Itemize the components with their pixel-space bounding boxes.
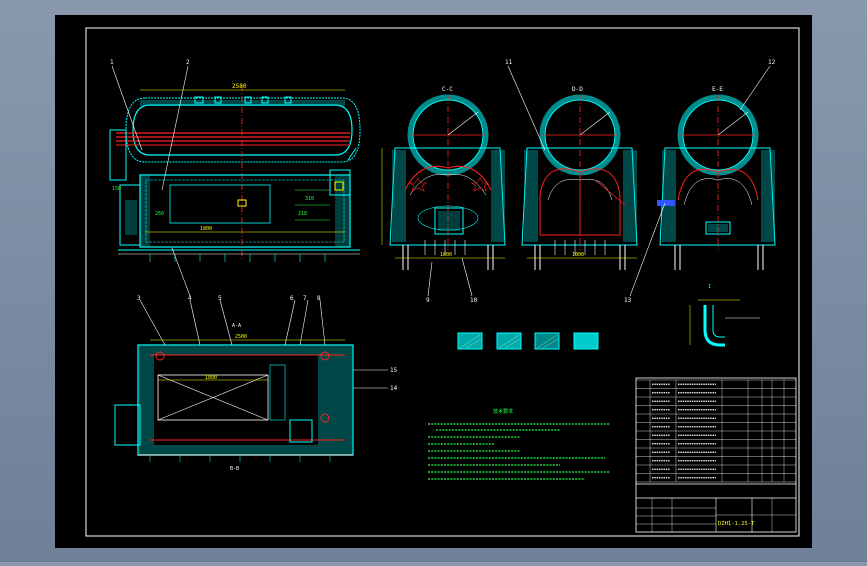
section-c-c: C-C 1800 9 10	[381, 86, 506, 304]
callout-6: 6	[290, 295, 294, 302]
dim-plan-length: 2500	[235, 334, 247, 340]
material-legend	[457, 332, 599, 350]
section-title-aa: A-A	[232, 323, 241, 329]
legend-swatch-1	[457, 332, 483, 350]
detail-view: I	[689, 284, 760, 347]
drawing-border	[85, 27, 800, 537]
callout-5: 5	[218, 295, 222, 302]
callout-4: 4	[188, 295, 192, 302]
callout-13: 13	[624, 297, 632, 304]
callout-2: 2	[186, 59, 190, 66]
callout-10: 10	[470, 297, 478, 304]
legend-swatch-2	[496, 332, 522, 350]
callout-12: 12	[768, 59, 776, 66]
dim-c-width: 1800	[440, 252, 452, 258]
elevation-view: 2580 1800 260 218 310 150	[109, 59, 361, 297]
technical-notes: 技术要求	[428, 408, 610, 480]
title-block: DZH1-1.25-T	[635, 377, 797, 533]
detail-label: I	[708, 284, 711, 290]
section-e-e: E-E 12 13	[624, 59, 776, 304]
drawing-sheet	[55, 15, 812, 548]
section-title-ee: E-E	[712, 86, 723, 93]
callout-15: 15	[390, 367, 398, 374]
drawing-number: DZH1-1.25-T	[718, 521, 755, 527]
legend-swatch-3	[534, 332, 560, 350]
legend-swatch-4	[573, 332, 599, 350]
callout-1: 1	[110, 59, 114, 66]
bom-table	[636, 379, 796, 483]
dim-d-width: 1800	[572, 252, 584, 258]
callout-7: 7	[303, 295, 307, 302]
dim-elev-a: 260	[155, 211, 164, 217]
dim-elev-d: 150	[112, 186, 121, 192]
callout-8: 8	[317, 295, 321, 302]
dim-elev-lower: 1800	[200, 226, 212, 232]
dim-elev-b: 218	[298, 211, 307, 217]
section-title-bb: B-B	[230, 466, 239, 472]
callout-11: 11	[505, 59, 513, 66]
dim-elev-c: 310	[305, 196, 314, 202]
callout-14: 14	[390, 385, 398, 392]
section-title-cc: C-C	[442, 86, 453, 93]
notes-title: 技术要求	[493, 408, 513, 415]
dim-plan-inner: 1800	[205, 375, 217, 381]
plan-view: A-A 1800 2500 B-B	[114, 295, 398, 472]
callout-3: 3	[137, 295, 141, 302]
section-title-dd: D-D	[572, 86, 583, 93]
callout-9: 9	[426, 297, 430, 304]
section-d-d: D-D 1800 11	[505, 59, 638, 270]
dim-top-length: 2580	[232, 83, 247, 90]
